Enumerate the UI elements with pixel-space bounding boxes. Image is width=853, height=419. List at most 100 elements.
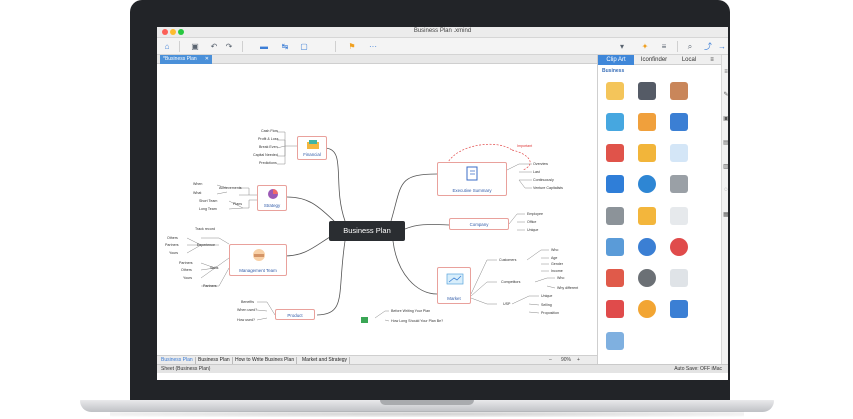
- target-icon[interactable]: [670, 238, 688, 256]
- image-icon[interactable]: ▣: [723, 116, 728, 122]
- financial-item[interactable]: Cash Flow: [261, 129, 278, 133]
- export-icon[interactable]: →: [718, 42, 726, 51]
- coffee-icon[interactable]: [638, 113, 656, 131]
- picture-icon[interactable]: ▤: [723, 140, 728, 146]
- coin-icon[interactable]: [638, 300, 656, 318]
- sheet-tab[interactable]: Market and Strategy: [300, 357, 351, 364]
- home-icon[interactable]: ⌂: [164, 42, 170, 51]
- calculator-icon[interactable]: [670, 82, 688, 100]
- team-icon[interactable]: [606, 269, 624, 287]
- trend-chart-icon[interactable]: [606, 300, 624, 318]
- zoom-out-button[interactable]: –: [549, 357, 552, 363]
- tab-iconfinder[interactable]: Iconfinder: [640, 57, 668, 63]
- topic-management-team[interactable]: Management Team: [229, 244, 287, 276]
- customer-item[interactable]: Who: [551, 248, 559, 252]
- close-window-button[interactable]: [162, 29, 168, 35]
- document-tab[interactable]: *Business Plan ✕: [160, 55, 212, 64]
- exec-item[interactable]: Venture Capitalists: [533, 186, 563, 190]
- zoom-in-button[interactable]: +: [577, 357, 580, 363]
- strategy-item[interactable]: Long Team: [199, 207, 217, 211]
- document-search-icon[interactable]: [670, 144, 688, 162]
- management-item[interactable]: Partners: [179, 261, 193, 265]
- strategy-item[interactable]: Plans: [233, 202, 242, 206]
- management-item[interactable]: Skills: [210, 266, 219, 270]
- market-group[interactable]: USP: [503, 302, 511, 306]
- panel-menu-icon[interactable]: ≡: [710, 57, 714, 63]
- notes-icon[interactable]: ▥: [723, 164, 728, 170]
- contact-card-icon[interactable]: [670, 113, 688, 131]
- product-item[interactable]: How used?: [237, 318, 255, 322]
- product-item[interactable]: When used?: [237, 308, 258, 312]
- usp-item[interactable]: Proposition: [541, 311, 559, 315]
- brush-icon[interactable]: ✎: [723, 92, 728, 98]
- market-group[interactable]: Customers: [499, 258, 517, 262]
- mindmap-canvas[interactable]: Business Plan Financial Cash Flow Profit…: [157, 64, 597, 355]
- sheet-tab[interactable]: How to Write Busines Plan: [233, 357, 298, 364]
- topic-financial[interactable]: Financial: [297, 136, 327, 160]
- topic-product[interactable]: Product: [275, 309, 315, 320]
- financial-item[interactable]: Capital Needed: [253, 153, 278, 157]
- strategy-item[interactable]: Short Team: [199, 199, 218, 203]
- envelope-icon[interactable]: [638, 144, 656, 162]
- topic-icon[interactable]: ▬: [260, 42, 268, 51]
- window-icon[interactable]: [606, 332, 624, 350]
- financial-item[interactable]: Profit & Loss: [258, 137, 279, 141]
- strategy-item[interactable]: What: [193, 191, 202, 195]
- style-icon[interactable]: ▾: [619, 42, 624, 51]
- relationship-label[interactable]: Important: [517, 144, 533, 148]
- sheet-tab[interactable]: Business Plan: [159, 357, 196, 364]
- strategy-item[interactable]: Achievements: [219, 186, 242, 190]
- management-item[interactable]: Partners: [203, 284, 217, 288]
- topic-company[interactable]: Company: [449, 218, 509, 230]
- undo-icon[interactable]: ↶: [210, 42, 218, 51]
- microphone-icon[interactable]: [670, 300, 688, 318]
- central-topic[interactable]: Business Plan: [329, 221, 405, 241]
- tab-clip-art[interactable]: Clip Art: [598, 55, 634, 65]
- tab-local[interactable]: Local: [681, 57, 697, 63]
- folder-icon[interactable]: [606, 175, 624, 193]
- redo-icon[interactable]: ↷: [225, 42, 233, 51]
- usp-item[interactable]: Selling: [541, 303, 552, 307]
- market-group[interactable]: Competitors: [501, 280, 521, 284]
- company-item[interactable]: Employee: [527, 212, 543, 216]
- boundary-icon[interactable]: ▢: [300, 42, 308, 51]
- customer-item[interactable]: Gender: [551, 262, 563, 266]
- format-icon[interactable]: ≡: [661, 42, 667, 51]
- company-item[interactable]: Unique: [527, 228, 539, 232]
- idea-icon[interactable]: ✦: [641, 42, 649, 51]
- zoom-window-button[interactable]: [178, 29, 184, 35]
- management-item[interactable]: Partners: [165, 243, 179, 247]
- share-icon[interactable]: ⤴: [704, 42, 712, 51]
- company-item[interactable]: Office: [527, 220, 537, 224]
- usp-item[interactable]: Unique: [541, 294, 553, 298]
- magnifier-icon[interactable]: [638, 238, 656, 256]
- clock-icon[interactable]: [638, 269, 656, 287]
- financial-item[interactable]: Predictions: [259, 161, 277, 165]
- outline-icon[interactable]: ≡: [724, 69, 728, 75]
- globe-icon[interactable]: [638, 175, 656, 193]
- exec-item[interactable]: Last: [533, 170, 540, 174]
- exec-item[interactable]: Continuously: [533, 178, 554, 182]
- financial-item[interactable]: Break Even: [259, 145, 278, 149]
- management-item[interactable]: Others: [181, 268, 192, 272]
- product-item[interactable]: Benefits: [241, 300, 254, 304]
- topic-strategy[interactable]: Strategy: [257, 185, 287, 211]
- management-item[interactable]: Yours: [169, 251, 179, 255]
- competitor-item[interactable]: Who: [557, 276, 565, 280]
- topic-market[interactable]: Market: [437, 267, 471, 304]
- clip-category[interactable]: Business: [602, 68, 625, 74]
- management-item[interactable]: Track record: [195, 227, 216, 231]
- management-item[interactable]: Others: [167, 236, 178, 240]
- task-icon[interactable]: ▦: [723, 212, 728, 218]
- floating-topic[interactable]: Before Writing Your Plan: [391, 309, 431, 313]
- save-icon[interactable]: ▣: [191, 42, 199, 51]
- marker-icon[interactable]: ⚑: [348, 42, 356, 51]
- close-tab-icon[interactable]: ✕: [204, 56, 209, 62]
- pencil-icon[interactable]: [638, 207, 656, 225]
- printer-icon[interactable]: [606, 238, 624, 256]
- minimize-window-button[interactable]: [170, 29, 176, 35]
- sheet-tab[interactable]: Business Plan: [196, 357, 233, 364]
- floating-topic[interactable]: How Long Should Your Plan Be?: [391, 319, 444, 323]
- inbox-icon[interactable]: [670, 175, 688, 193]
- customer-item[interactable]: Age: [551, 256, 558, 260]
